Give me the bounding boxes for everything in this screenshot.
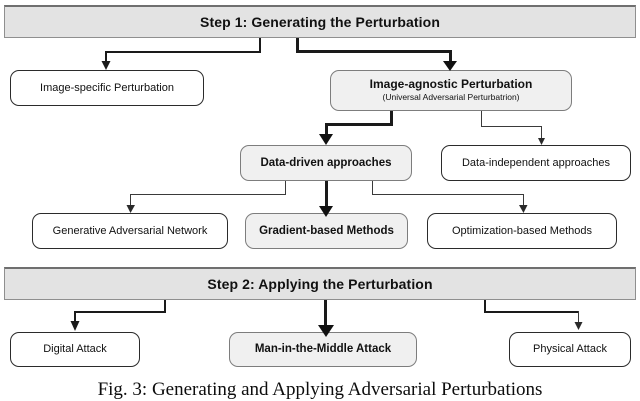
connector-agnostic-bold-vert <box>390 111 393 126</box>
node-image-specific-title: Image-specific Perturbation <box>40 81 174 94</box>
connector-step2-mid-vert <box>324 300 327 326</box>
connector-step1-right-horz <box>296 50 452 53</box>
connector-dd-left-down <box>130 194 131 205</box>
connector-step1-left-down <box>105 51 107 61</box>
connector-dd-right-down <box>523 194 524 205</box>
node-physical-attack-title: Physical Attack <box>533 343 607 356</box>
node-gan-title: Generative Adversarial Network <box>52 224 208 237</box>
connector-dd-left-horz <box>130 194 286 195</box>
step2-banner-label: Step 2: Applying the Perturbation <box>207 276 433 292</box>
step2-banner: Step 2: Applying the Perturbation <box>4 267 636 300</box>
arrow-agnostic-to-data-independent <box>538 138 545 145</box>
arrow-step2-to-physical <box>574 322 583 330</box>
arrow-data-driven-to-gan <box>126 205 135 213</box>
node-data-independent[interactable]: Data-independent approaches <box>441 145 631 181</box>
node-digital-attack-title: Digital Attack <box>43 343 107 356</box>
connector-step2-left-vert <box>164 300 166 313</box>
connector-step2-left-horz <box>74 311 166 313</box>
connector-dd-right-vert <box>372 181 373 195</box>
node-image-specific[interactable]: Image-specific Perturbation <box>10 70 204 106</box>
connector-agnostic-bold-down <box>325 123 328 135</box>
connector-dd-mid-vert <box>325 181 328 207</box>
node-data-driven[interactable]: Data-driven approaches <box>240 145 412 181</box>
node-gradient-based[interactable]: Gradient-based Methods <box>245 213 408 249</box>
connector-agnostic-thin-vert <box>481 111 482 127</box>
node-gradient-based-title: Gradient-based Methods <box>259 224 394 237</box>
arrow-agnostic-to-data-driven <box>319 134 333 145</box>
node-physical-attack[interactable]: Physical Attack <box>509 332 631 367</box>
arrow-step2-to-mitm <box>318 325 334 337</box>
connector-step2-left-down <box>74 311 76 321</box>
arrow-step1-to-image-specific <box>101 61 111 70</box>
node-data-driven-title: Data-driven approaches <box>260 156 392 169</box>
connector-step2-right-horz <box>484 311 579 313</box>
connector-step1-left-horz <box>105 51 261 53</box>
arrow-step1-to-image-agnostic <box>443 61 457 71</box>
connector-agnostic-bold-horz <box>325 123 393 126</box>
arrow-data-driven-to-gradient <box>319 206 333 217</box>
arrow-data-driven-to-optimization <box>519 205 528 213</box>
connector-step1-right-vert <box>296 38 299 53</box>
step1-banner-label: Step 1: Generating the Perturbation <box>200 14 440 30</box>
node-mitm-attack-title: Man-in-the-Middle Attack <box>254 343 392 356</box>
node-image-agnostic-subtitle: (Universal Adversarial Perturbatrion) <box>382 92 520 103</box>
node-data-independent-title: Data-independent approaches <box>461 156 610 169</box>
connector-dd-right-horz <box>372 194 524 195</box>
node-optimization-based[interactable]: Optimization-based Methods <box>427 213 617 249</box>
node-image-agnostic-title: Image-agnostic Perturbation <box>369 77 533 92</box>
connector-agnostic-thin-down <box>541 126 542 138</box>
connector-dd-left-vert <box>285 181 286 195</box>
connector-step1-left-vert <box>259 38 261 53</box>
arrow-step2-to-digital <box>70 321 80 331</box>
node-optimization-based-title: Optimization-based Methods <box>451 224 592 237</box>
connector-step2-right-vert <box>484 300 486 313</box>
step1-banner: Step 1: Generating the Perturbation <box>4 5 636 38</box>
connector-step2-right-down <box>578 311 579 322</box>
node-image-agnostic[interactable]: Image-agnostic Perturbation (Universal A… <box>330 70 572 111</box>
connector-step1-right-down <box>449 50 452 62</box>
node-digital-attack[interactable]: Digital Attack <box>10 332 140 367</box>
connector-agnostic-thin-horz <box>481 126 542 127</box>
node-gan[interactable]: Generative Adversarial Network <box>32 213 228 249</box>
figure-caption: Fig. 3: Generating and Applying Adversar… <box>97 379 543 400</box>
